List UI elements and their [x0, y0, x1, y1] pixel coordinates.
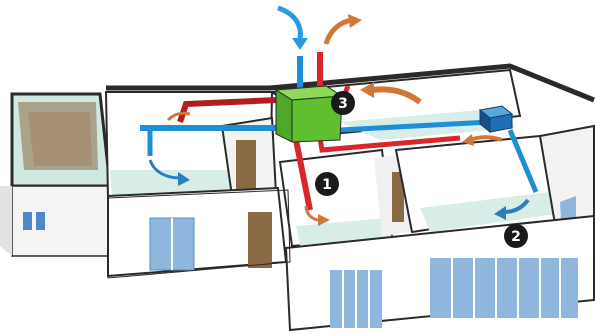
- door: [248, 212, 272, 268]
- marker-1: 1: [315, 172, 339, 196]
- door: [392, 172, 404, 222]
- airflow-arrow-icon: [323, 17, 353, 45]
- airflow-arrow-icon: [166, 111, 191, 122]
- window: [36, 212, 45, 230]
- airflow-arrow-icon: [469, 135, 503, 142]
- airflow-arrow-icon: [503, 198, 530, 214]
- extract-duct: [317, 135, 461, 153]
- svg-text:1: 1: [322, 177, 332, 193]
- svg-text:2: 2: [511, 229, 521, 245]
- airflow-arrow-icon: [148, 159, 181, 180]
- door: [236, 140, 256, 192]
- extract-duct: [177, 97, 279, 123]
- supply-duct: [339, 119, 491, 133]
- marker-3: 3: [331, 91, 355, 115]
- extract-duct: [293, 139, 313, 211]
- heat-recovery-unit-icon: [274, 85, 344, 143]
- roof-edge: [106, 63, 595, 103]
- window: [23, 212, 32, 230]
- airflow-arrow-icon: [371, 86, 422, 105]
- marker-2: 2: [504, 224, 528, 248]
- airflow-arrows: [148, 5, 530, 226]
- fan-unit-icon: [478, 105, 514, 134]
- left-room: [0, 92, 112, 257]
- svg-text:3: 3: [338, 96, 348, 112]
- window: [430, 258, 578, 318]
- airflow-arrow-icon: [277, 5, 303, 41]
- supply-duct: [507, 129, 539, 193]
- house-structure: [0, 63, 595, 332]
- duct-network: [140, 52, 539, 211]
